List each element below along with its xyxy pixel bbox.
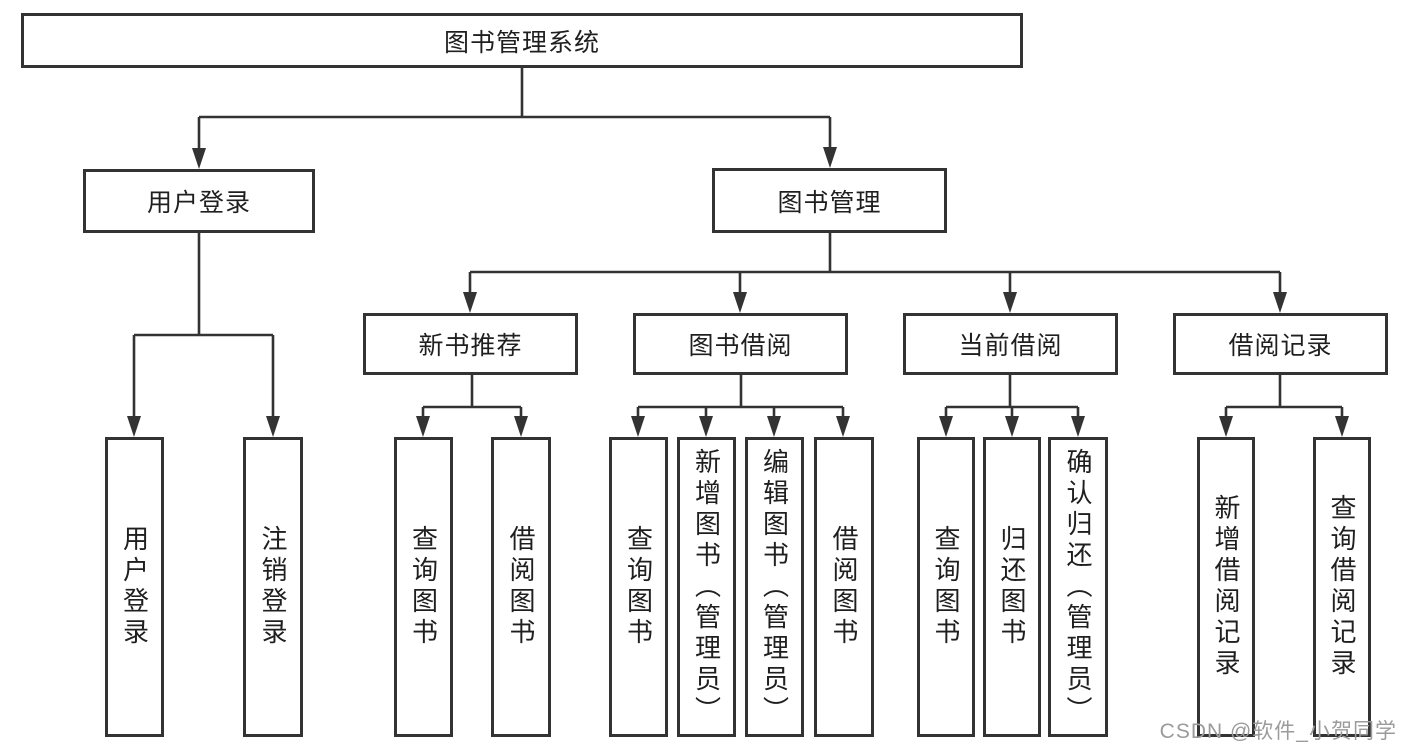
leaf-label: 新增借阅记录: [1211, 494, 1241, 680]
leaf-borrow-books-borrowing: 借阅图书: [814, 437, 874, 737]
leaf-label: 借阅图书: [829, 525, 859, 649]
leaf-label: 新增图书（管理员）: [691, 447, 722, 727]
leaf-label: 查询图书: [931, 525, 961, 649]
leaf-query-books-borrowing: 查询图书: [609, 437, 668, 737]
leaf-label: 用户登录: [119, 525, 150, 649]
csdn-watermark: CSDN @软件_小贺同学: [1159, 720, 1397, 743]
node-label: 图书借阅: [688, 332, 793, 360]
leaf-label: 借阅图书: [506, 525, 536, 649]
node-label: 图书管理: [777, 188, 882, 217]
node-label: 借阅记录: [1228, 332, 1333, 360]
leaf-label: 注销登录: [258, 525, 288, 649]
leaf-query-books-current: 查询图书: [917, 437, 975, 737]
leaf-user-login: 用户登录: [105, 437, 164, 737]
leaf-return-books: 归还图书: [983, 437, 1041, 737]
node-label: 用户登录: [146, 189, 251, 217]
leaf-label: 确认归还（管理员）: [1063, 447, 1093, 727]
node-user-login-module: 用户登录: [83, 169, 315, 233]
leaf-borrow-books-recommend: 借阅图书: [491, 437, 551, 737]
leaf-query-borrow-record: 查询借阅记录: [1313, 437, 1371, 737]
node-label: 当前借阅: [958, 332, 1063, 360]
node-library-management-system: 图书管理系统: [21, 13, 1023, 68]
leaf-label: 查询图书: [623, 525, 654, 649]
leaf-label: 编辑图书（管理员）: [759, 447, 790, 727]
leaf-label: 查询图书: [408, 525, 439, 649]
leaf-label: 归还图书: [997, 525, 1027, 649]
node-current-borrowing: 当前借阅: [903, 313, 1118, 375]
leaf-add-books-admin: 新增图书（管理员）: [677, 437, 736, 737]
node-borrowing-records: 借阅记录: [1173, 313, 1388, 375]
node-label: 新书推荐: [418, 332, 523, 360]
node-book-management-module: 图书管理: [712, 168, 947, 233]
leaf-add-borrow-record: 新增借阅记录: [1197, 437, 1255, 737]
node-new-book-recommendation: 新书推荐: [363, 313, 578, 375]
node-book-borrowing: 图书借阅: [633, 313, 848, 375]
node-label: 图书管理系统: [443, 28, 600, 57]
leaf-logout: 注销登录: [243, 437, 303, 737]
leaf-edit-books-admin: 编辑图书（管理员）: [745, 437, 804, 737]
leaf-confirm-return-admin: 确认归还（管理员）: [1048, 437, 1108, 737]
leaf-query-books-recommend: 查询图书: [394, 437, 453, 737]
leaf-label: 查询借阅记录: [1327, 494, 1357, 680]
